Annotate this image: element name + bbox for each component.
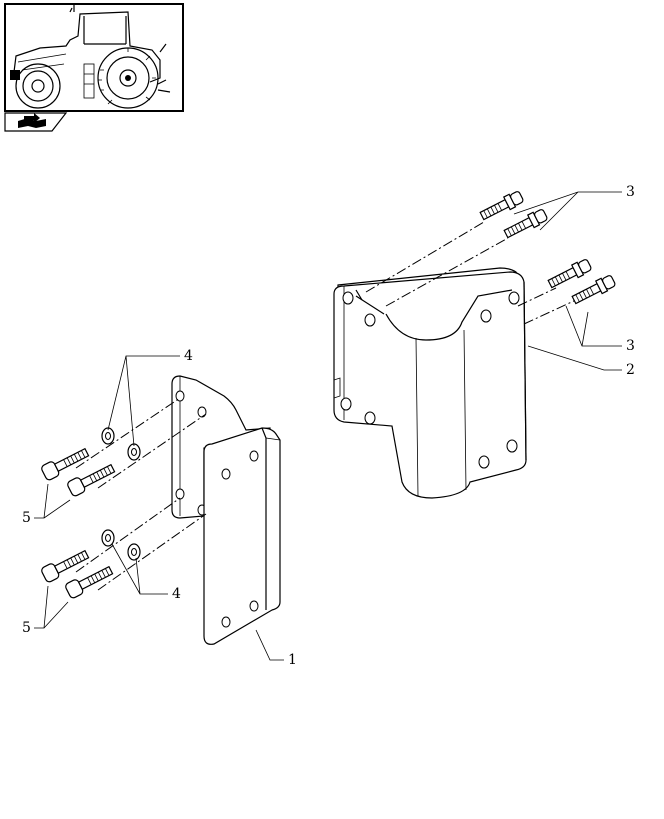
tractor-thumbnail[interactable] [4,3,184,112]
tractor-icon [10,4,171,109]
callout-2: 2 [626,362,635,378]
bolt-part-5 [41,447,116,599]
callout-4-bottom: 4 [172,586,181,602]
bracket-part-2 [333,267,527,499]
callout-1: 1 [288,652,297,668]
bolt-part-3 [479,191,616,305]
arrow-book-icon [18,113,46,128]
callout-5-bottom: 5 [22,620,31,636]
callout-3-top: 3 [626,184,635,200]
leader-lines [34,191,622,661]
nav-tab[interactable] [4,112,68,132]
callout-3-bottom: 3 [626,338,635,354]
plate-part-1 [171,375,281,645]
washer-part-4 [101,427,141,561]
callout-4-top: 4 [184,348,193,364]
callout-5-top: 5 [22,510,31,526]
